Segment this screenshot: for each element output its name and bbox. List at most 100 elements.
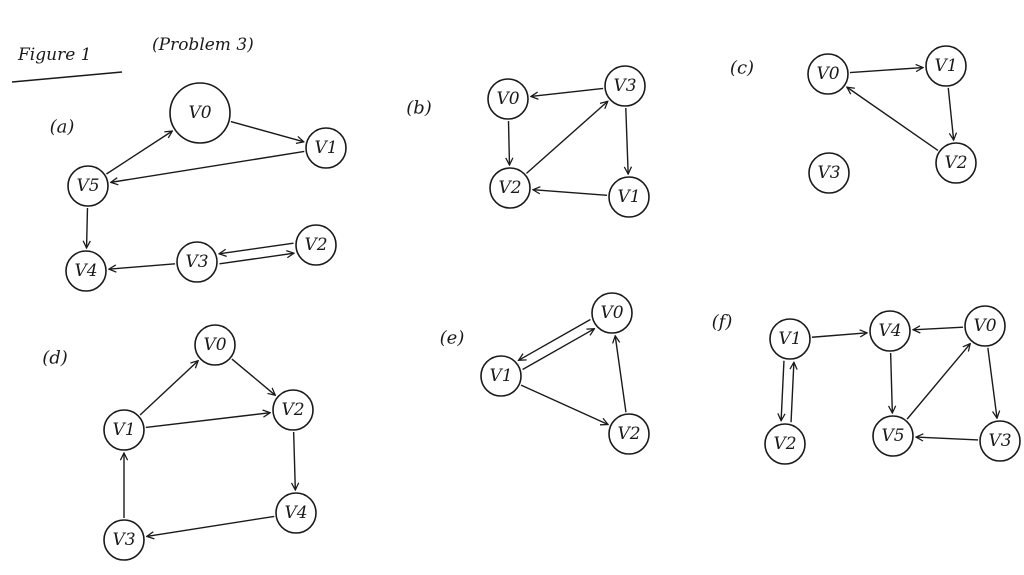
edge-f-v0-v3 — [987, 347, 997, 418]
node-a-v5: V5 — [67, 165, 109, 207]
svg-text:V3: V3 — [988, 431, 1011, 451]
edge-b-v3-v0 — [531, 87, 604, 96]
edge-e-v1-v0 — [522, 329, 595, 371]
svg-text:V1: V1 — [617, 187, 640, 207]
edge-b-v1-v2 — [533, 190, 608, 197]
edge-b-v2-v3 — [525, 101, 607, 174]
graph-label-c: (c) — [730, 58, 754, 79]
edge-a-v5-v4 — [87, 207, 88, 248]
svg-text:V2: V2 — [944, 153, 967, 173]
svg-text:V1: V1 — [112, 420, 135, 440]
svg-text:V3: V3 — [613, 76, 636, 96]
node-a-v2: V2 — [295, 224, 337, 266]
svg-text:V0: V0 — [600, 303, 623, 323]
svg-text:V0: V0 — [496, 89, 519, 109]
edge-f-v0-v4 — [913, 327, 964, 330]
node-a-v4: V4 — [65, 250, 107, 292]
edge-d-v4-v3 — [147, 515, 275, 536]
graph-label-d: (d) — [42, 348, 68, 369]
svg-text:V1: V1 — [934, 56, 957, 76]
svg-text:V3: V3 — [817, 163, 840, 183]
edge-a-v5-v0 — [106, 131, 172, 175]
svg-text:V2: V2 — [498, 178, 521, 198]
edge-a-v1-v5 — [111, 150, 305, 182]
edge-f-v4-v5 — [891, 352, 893, 413]
node-b-v3: V3 — [604, 65, 646, 107]
edge-f-v3-v5 — [916, 437, 979, 440]
edge-c-v0-v1 — [849, 68, 923, 74]
graph-label-f: (f) — [712, 312, 733, 333]
svg-text:V5: V5 — [76, 176, 99, 196]
node-c-v1: V1 — [925, 45, 967, 87]
figure-title: Figure 1 — [17, 45, 91, 65]
svg-text:V4: V4 — [284, 503, 307, 523]
svg-text:V2: V2 — [281, 400, 304, 420]
svg-text:V3: V3 — [185, 252, 208, 272]
edge-f-v2-v1 — [791, 362, 794, 423]
node-e-v0: V0 — [591, 292, 633, 334]
edge-f-v5-v0 — [906, 344, 970, 420]
node-a-v0: V0 — [169, 82, 231, 144]
node-e-v2: V2 — [608, 413, 650, 455]
edge-c-v2-v0 — [847, 87, 939, 152]
svg-text:V3: V3 — [112, 530, 135, 550]
svg-text:V0: V0 — [816, 64, 839, 84]
node-d-v1: V1 — [103, 409, 145, 451]
node-b-v0: V0 — [487, 78, 529, 120]
node-a-v3: V3 — [176, 241, 218, 283]
edge-b-v0-v2 — [508, 120, 509, 165]
edge-a-v0-v1 — [230, 120, 304, 142]
edge-d-v2-v4 — [294, 431, 296, 490]
figure-subtitle: (Problem 3) — [152, 35, 254, 55]
node-f-v4: V4 — [869, 310, 911, 352]
svg-text:V2: V2 — [617, 424, 640, 444]
svg-text:V4: V4 — [878, 321, 901, 341]
edge-d-v0-v2 — [231, 358, 275, 395]
edge-f-v1-v2 — [781, 360, 784, 421]
edge-c-v1-v2 — [947, 87, 953, 140]
title-underline — [11, 71, 123, 83]
node-c-v0: V0 — [807, 53, 849, 95]
edge-b-v3-v1 — [626, 107, 628, 174]
edge-e-v0-v1 — [519, 318, 591, 361]
edge-a-v3-v2 — [219, 253, 293, 265]
graph-label-a: (a) — [50, 117, 75, 138]
edge-a-v2-v3 — [219, 242, 294, 254]
node-d-v3: V3 — [103, 519, 145, 561]
node-d-v4: V4 — [275, 492, 317, 534]
node-c-v3: V3 — [808, 152, 850, 194]
svg-text:V5: V5 — [881, 426, 904, 446]
edge-e-v1-v2 — [520, 384, 608, 424]
node-f-v1: V1 — [769, 318, 811, 360]
node-c-v2: V2 — [935, 142, 977, 184]
node-f-v0: V0 — [964, 305, 1006, 347]
node-f-v3: V3 — [979, 420, 1021, 462]
node-f-v2: V2 — [764, 423, 806, 465]
node-b-v1: V1 — [608, 176, 650, 218]
node-f-v5: V5 — [872, 415, 914, 457]
svg-text:V1: V1 — [314, 138, 337, 158]
node-b-v2: V2 — [489, 167, 531, 209]
svg-text:V2: V2 — [304, 235, 327, 255]
node-e-v1: V1 — [480, 355, 522, 397]
graph-label-e: (e) — [440, 328, 465, 349]
node-d-v2: V2 — [272, 389, 314, 431]
svg-text:V2: V2 — [773, 434, 796, 454]
svg-text:V4: V4 — [74, 261, 97, 281]
edge-e-v2-v0 — [615, 336, 627, 413]
edge-d-v1-v2 — [145, 413, 270, 429]
edge-f-v1-v4 — [811, 333, 867, 338]
svg-text:V1: V1 — [778, 329, 801, 349]
svg-text:V1: V1 — [489, 366, 512, 386]
svg-text:V0: V0 — [973, 316, 996, 336]
edge-a-v3-v4 — [109, 263, 176, 269]
svg-text:V0: V0 — [188, 103, 211, 123]
